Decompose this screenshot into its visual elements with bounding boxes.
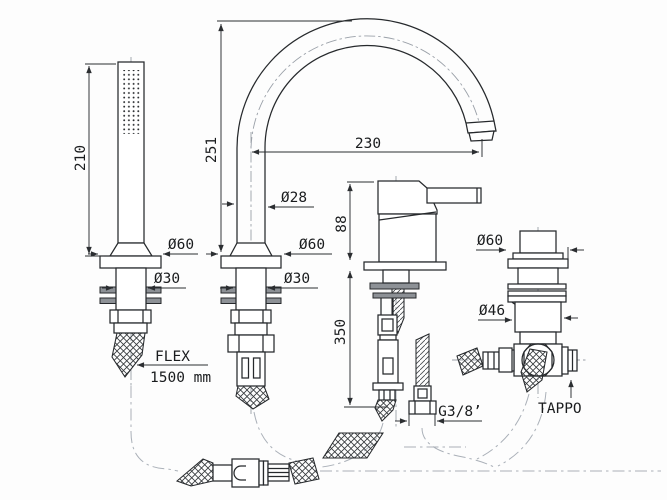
spout-tube-dim: Ø28: [281, 190, 307, 206]
valve-body-dim: Ø46: [479, 303, 505, 319]
spout-flex-hose: [235, 385, 270, 410]
hand-shower-dimensions: 210 Ø60 Ø30 FLEX 1500 mm: [73, 63, 211, 386]
handshower-flex-hose: [111, 332, 146, 378]
mixer-hose-tail: [374, 399, 397, 422]
connector-right-hose: [288, 457, 320, 485]
mixer-depth-dim: 350: [333, 319, 349, 345]
loose-hose-segment: [322, 432, 384, 459]
thread-label: G3/8’: [438, 404, 482, 420]
plug-label: TAPPO: [538, 401, 582, 417]
mixer-dimensions: 88 350 G3/8’: [333, 181, 482, 426]
spout-tip: [465, 120, 497, 134]
handshower-length-dim: 210: [73, 145, 89, 171]
mixer-cap: [377, 180, 438, 215]
connector-body: [231, 458, 260, 488]
handshower-shank-dim: Ø30: [154, 271, 180, 287]
spout-height-dim: 251: [204, 137, 220, 163]
inlet-pipe-section: [415, 333, 430, 387]
valve-body: [514, 301, 562, 333]
side-valve: [452, 227, 588, 398]
inlet-hex-fitting: [408, 400, 437, 415]
hand-shower: [99, 57, 162, 386]
handshower-escutcheon-dim: Ø60: [168, 237, 194, 253]
mixer-height-dim: 88: [334, 215, 350, 232]
valve-inlet-hose-end: [456, 347, 484, 376]
hose-routing-lines: [130, 386, 661, 472]
flex-length-label: 1500 mm: [150, 370, 211, 386]
mixer-lever: [426, 187, 482, 204]
mixer-control: [363, 176, 482, 428]
spout-dimensions: 251 230 Ø28 Ø60 Ø30: [204, 20, 483, 291]
valve-escutcheon-dim: Ø60: [477, 233, 503, 249]
valve-dimensions: Ø60 Ø46 TAPPO: [476, 233, 584, 417]
spout: [220, 18, 497, 414]
flex-label: FLEX: [155, 349, 190, 365]
spout-escutcheon-dim: Ø60: [299, 237, 325, 253]
connector-left-hose: [175, 458, 214, 487]
spray-face-dots: [120, 70, 142, 134]
spout-shank-dim: Ø30: [284, 271, 310, 287]
valve-knob: [519, 230, 557, 254]
valve-hose: [520, 348, 548, 393]
spout-reach-dim: 230: [355, 136, 381, 152]
spout-hex-nut: [227, 334, 275, 353]
hose-connector: [175, 432, 384, 488]
